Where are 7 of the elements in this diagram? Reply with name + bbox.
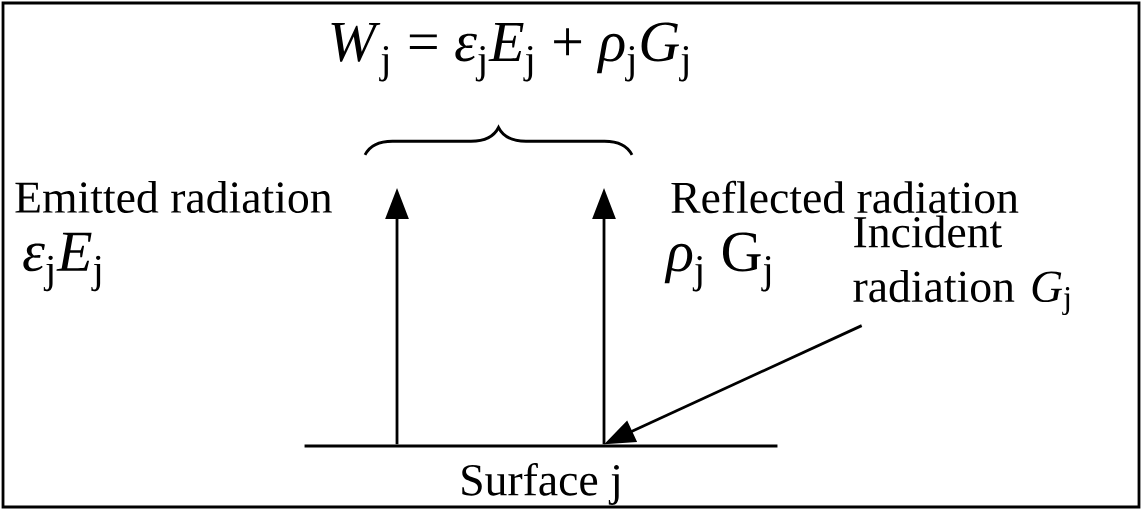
surface-label: Surface j [462, 463, 619, 505]
formula: ε$_{j}$E$_{j}$ [23, 232, 101, 292]
text-label: Incident radiation G$_{j}$ [853, 215, 1070, 316]
label-text: Reflected radiation [671, 180, 1019, 214]
formula: W$_{j}$ = ε$_{j}$E$_{j}$ + ρ$_{j}$G$_{j}$ [331, 22, 689, 82]
label-text: Emitted radiation [15, 180, 332, 214]
formula: ρ$_{j}$ G$_{j}$ [664, 232, 771, 292]
